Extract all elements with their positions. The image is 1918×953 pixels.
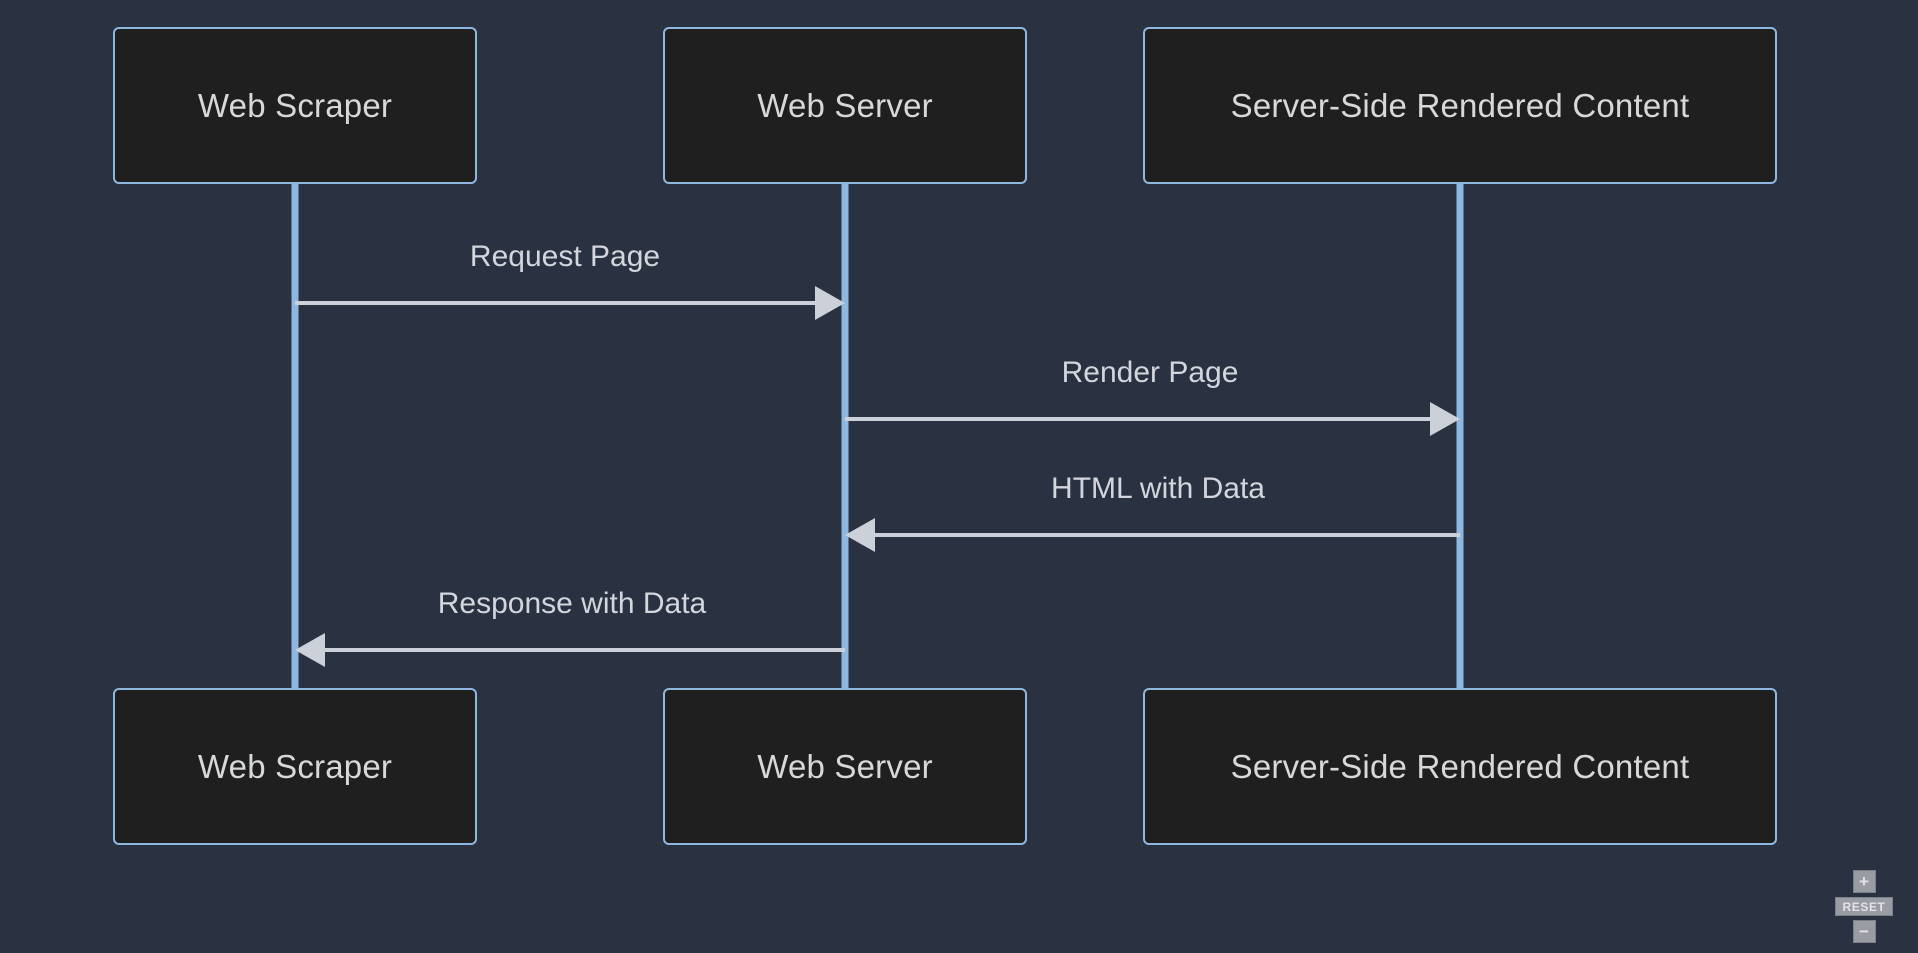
msg-request-page-arrowhead bbox=[815, 286, 845, 320]
participant-top-web-server[interactable]: Web Server bbox=[663, 27, 1027, 184]
zoom-controls[interactable]: + RESET − bbox=[1824, 870, 1904, 943]
msg-render-page-label: Render Page bbox=[1061, 356, 1239, 389]
zoom-reset-button[interactable]: RESET bbox=[1835, 897, 1893, 916]
participant-label: Server-Side Rendered Content bbox=[1230, 747, 1690, 785]
zoom-in-button[interactable]: + bbox=[1852, 870, 1876, 893]
participant-label: Web Server bbox=[757, 747, 933, 785]
participant-top-web-scraper[interactable]: Web Scraper bbox=[113, 27, 477, 184]
zoom-out-button[interactable]: − bbox=[1852, 920, 1876, 943]
participant-top-server-side-rendered-content[interactable]: Server-Side Rendered Content bbox=[1143, 27, 1777, 184]
msg-render-page-arrowhead bbox=[1430, 402, 1460, 436]
msg-html-with-data-label: HTML with Data bbox=[1051, 472, 1265, 505]
participant-label: Web Scraper bbox=[197, 747, 393, 785]
message-arrows-group bbox=[295, 286, 1460, 667]
participant-label: Web Scraper bbox=[197, 86, 393, 124]
participant-label: Server-Side Rendered Content bbox=[1230, 86, 1690, 124]
msg-response-with-data-label: Response with Data bbox=[437, 587, 707, 620]
participant-bottom-web-scraper[interactable]: Web Scraper bbox=[113, 688, 477, 845]
msg-html-with-data-arrowhead bbox=[845, 518, 875, 552]
msg-response-with-data-arrowhead bbox=[295, 633, 325, 667]
participant-bottom-server-side-rendered-content[interactable]: Server-Side Rendered Content bbox=[1143, 688, 1777, 845]
participant-bottom-web-server[interactable]: Web Server bbox=[663, 688, 1027, 845]
msg-request-page-label: Request Page bbox=[469, 240, 661, 273]
lifelines-group bbox=[291, 184, 1464, 688]
participant-label: Web Server bbox=[757, 86, 933, 124]
